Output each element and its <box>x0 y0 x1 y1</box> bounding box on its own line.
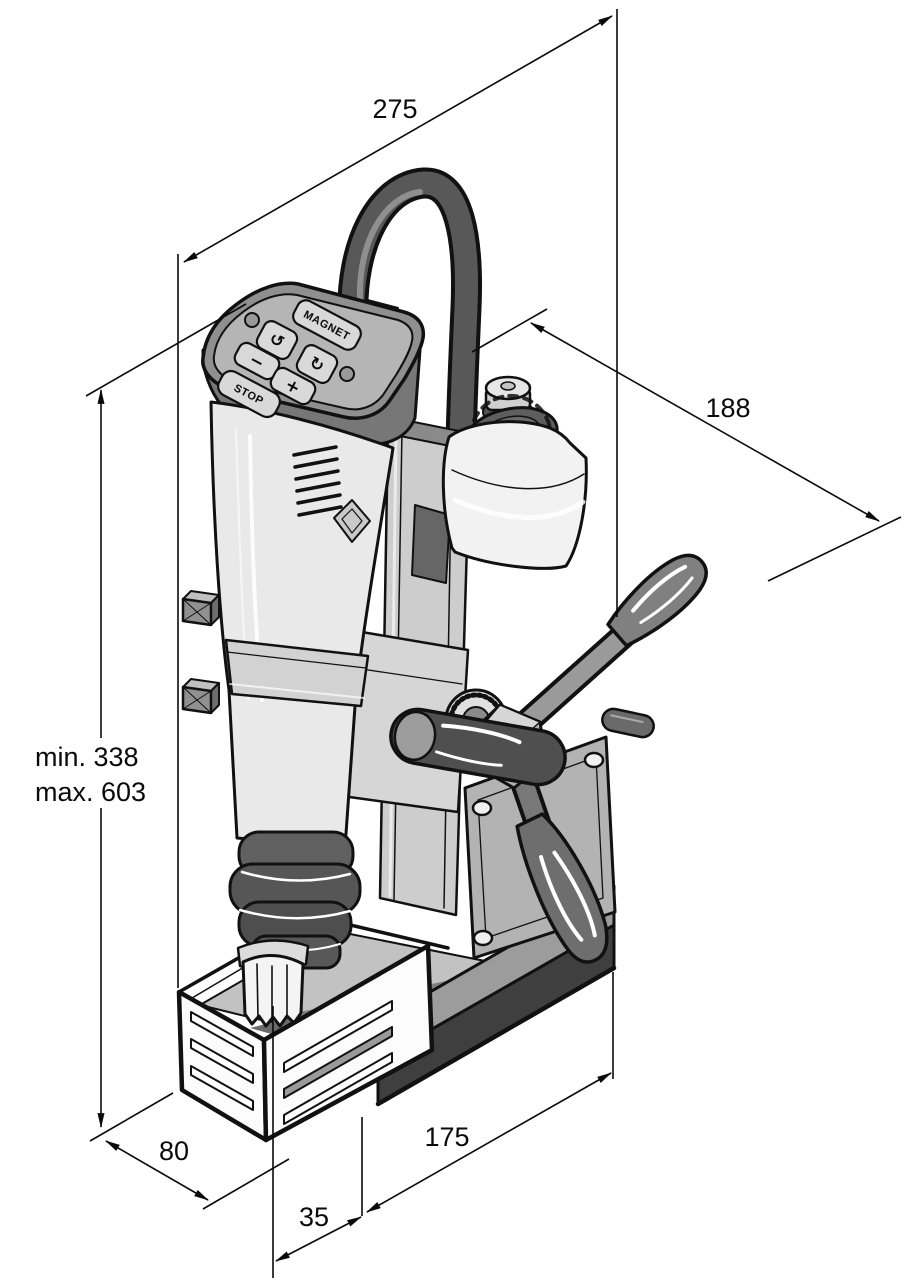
magnetic-drill-illustration: MAGNET ↺ ↻ − + STOP <box>176 167 709 1143</box>
dimension-label-height-min: min. 338 <box>35 742 139 772</box>
control-panel: MAGNET ↺ ↻ − + STOP <box>201 281 426 420</box>
chip-guard <box>176 943 435 1143</box>
dimension-label-front-overhang: 80 <box>159 1136 189 1166</box>
plus-button: + <box>269 366 317 406</box>
handle-socket-peg <box>181 678 220 715</box>
handle-grip-lower <box>515 812 609 964</box>
panel-screw-icon <box>339 366 355 382</box>
rotate-cw-button: ↻ <box>295 344 339 384</box>
vent-slots-icon <box>292 445 343 517</box>
dimension-label-height-max: max. 603 <box>35 777 146 807</box>
handle-grip-front <box>389 707 567 787</box>
dimension-label-depth: 275 <box>372 94 417 124</box>
dimension-line-base-length <box>366 1072 612 1213</box>
guard-slot <box>190 1000 393 1125</box>
feed-handle <box>389 553 709 964</box>
brand-diamond-icon <box>333 499 371 543</box>
dimension-label-spindle-offset: 35 <box>299 1202 329 1232</box>
annular-cutter <box>236 939 310 1028</box>
dimension-label-width: 188 <box>705 393 750 423</box>
minus-button: − <box>233 341 281 381</box>
stop-button: STOP <box>217 369 281 419</box>
handle-grip-upper <box>606 553 709 648</box>
rotate-ccw-button: ↺ <box>255 320 299 360</box>
dimension-labels: 275 188 min. 338 max. 603 80 35 175 <box>35 94 751 1232</box>
dimension-layer <box>85 9 902 1278</box>
handle-socket-peg <box>181 590 220 627</box>
panel-screw-icon <box>244 312 260 328</box>
tank-vent-nipple <box>500 381 516 391</box>
dimension-line-depth <box>183 15 613 263</box>
tank-body <box>441 420 588 570</box>
handle-socket-peg-right <box>601 707 655 739</box>
label-backing <box>28 738 156 808</box>
dimension-line-front-overhang <box>105 1140 209 1201</box>
dimension-line-width <box>530 322 880 522</box>
dimension-label-base-length: 175 <box>424 1122 469 1152</box>
dimension-line-spindle-offset <box>275 1216 362 1262</box>
